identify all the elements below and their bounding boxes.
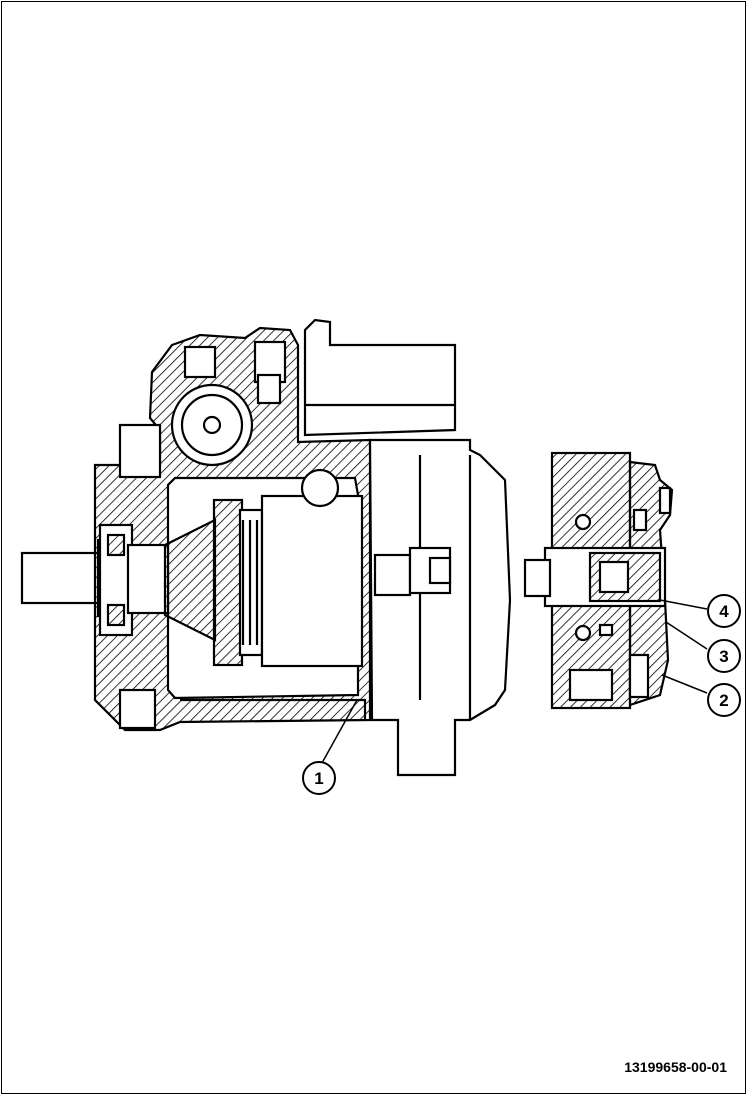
- callout-3: 3: [707, 639, 741, 673]
- drive-shaft: [20, 551, 102, 605]
- leader-3: [665, 621, 708, 650]
- leader-4: [659, 599, 708, 610]
- main-pump-body: [20, 318, 512, 777]
- svg-text:3: 3: [719, 647, 728, 666]
- leader-1: [321, 699, 358, 764]
- leader-2: [661, 674, 708, 694]
- leader-lines: [321, 599, 708, 764]
- section-view-block: [523, 451, 674, 710]
- figure-id: 13199658-00-01: [624, 1059, 727, 1075]
- end-cap: [368, 438, 512, 777]
- control-housing: [303, 318, 457, 437]
- callout-4: 4: [707, 594, 741, 628]
- cylinder-block: [260, 494, 364, 668]
- svg-text:2: 2: [719, 691, 728, 710]
- callout-2: 2: [707, 683, 741, 717]
- svg-text:4: 4: [719, 602, 729, 621]
- callout-1: 1: [302, 761, 336, 795]
- svg-text:1: 1: [314, 769, 323, 788]
